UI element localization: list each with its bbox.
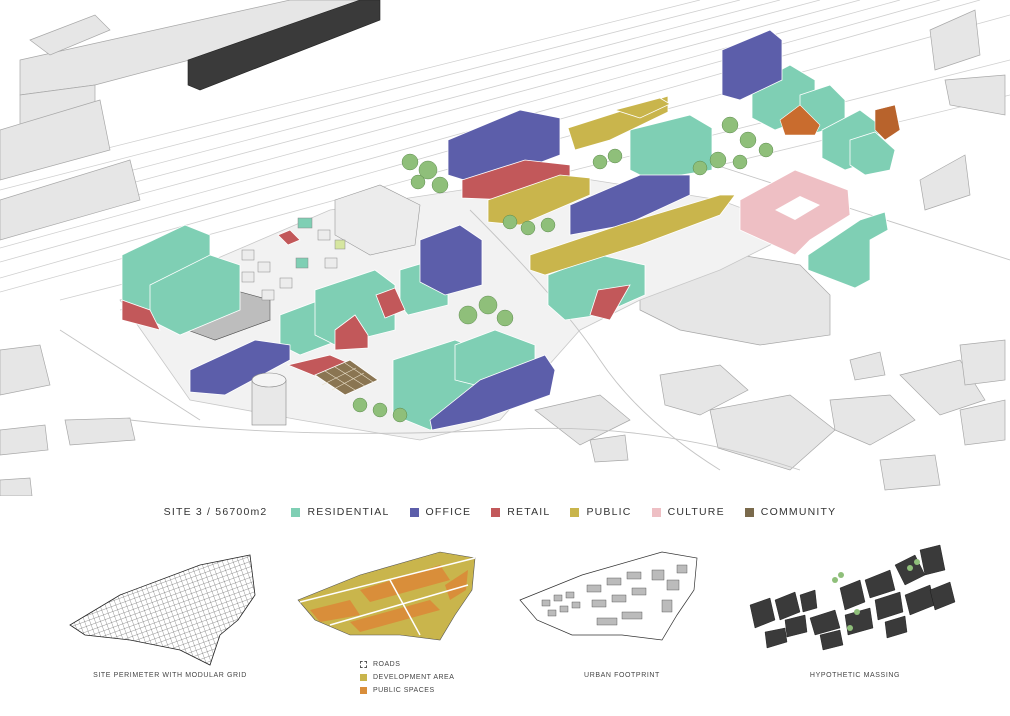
legend-label-public: PUBLIC (586, 506, 632, 518)
panel-development-area (297, 551, 476, 641)
trees (352, 116, 774, 423)
key-public-spaces: PUBLIC SPACES (360, 684, 454, 697)
panel-urban-footprint (519, 551, 698, 641)
key-public-spaces-label: PUBLIC SPACES (373, 687, 435, 694)
tower-building (874, 104, 901, 141)
development-keys: ROADS DEVELOPMENT AREA PUBLIC SPACES (360, 658, 454, 697)
site-axonometric-view (0, 0, 1010, 496)
public-spaces-swatch (360, 687, 367, 694)
panel-hypothetic-massing (749, 544, 956, 651)
culture-swatch (651, 507, 661, 517)
legend-label-residential: RESIDENTIAL (307, 506, 390, 518)
community-building (314, 359, 379, 396)
caption-hypothetic-massing: HYPOTHETIC MASSING (809, 672, 901, 679)
residential-buildings (121, 64, 896, 431)
panel-modular-grid (69, 554, 256, 666)
key-roads: ROADS (360, 658, 454, 671)
legend-item-office: OFFICE (409, 506, 472, 518)
legend-item-culture: CULTURE (651, 506, 725, 518)
culture-courtyard (775, 196, 820, 220)
legend-item-residential: RESIDENTIAL (291, 506, 389, 518)
silo-tower (251, 372, 287, 426)
key-development-area: DEVELOPMENT AREA (360, 671, 454, 684)
office-swatch (409, 507, 419, 517)
public-buildings (487, 95, 736, 276)
legend-item-public: PUBLIC (570, 506, 631, 518)
dark-railway-building (187, 0, 381, 91)
key-roads-label: ROADS (373, 661, 401, 668)
office-buildings (189, 29, 783, 431)
community-swatch (744, 507, 754, 517)
residential-swatch (291, 507, 301, 517)
key-development-area-label: DEVELOPMENT AREA (373, 674, 455, 681)
legend-label-office: OFFICE (425, 506, 472, 518)
development-area-swatch (360, 674, 367, 681)
small-pavilions (241, 217, 346, 301)
context-buildings (0, 0, 1006, 496)
caption-modular-grid: SITE PERIMETER WITH MODULAR GRID (93, 672, 247, 679)
public-swatch (570, 507, 580, 517)
legend-label-retail: RETAIL (507, 506, 551, 518)
legend-item-community: COMMUNITY (744, 506, 837, 518)
legend-label-community: COMMUNITY (760, 506, 837, 518)
retail-swatch (491, 507, 501, 517)
chapel-building (779, 104, 821, 136)
land-use-legend: SITE 3 / 56700m2 RESIDENTIAL OFFICE RETA… (0, 501, 1010, 523)
roads-swatch (360, 661, 367, 668)
caption-urban-footprint: URBAN FOOTPRINT (584, 672, 660, 679)
roads (59, 159, 1010, 471)
legend-item-retail: RETAIL (491, 506, 550, 518)
legend-label-culture: CULTURE (667, 506, 725, 518)
site-label: SITE 3 / 56700m2 (163, 506, 268, 518)
